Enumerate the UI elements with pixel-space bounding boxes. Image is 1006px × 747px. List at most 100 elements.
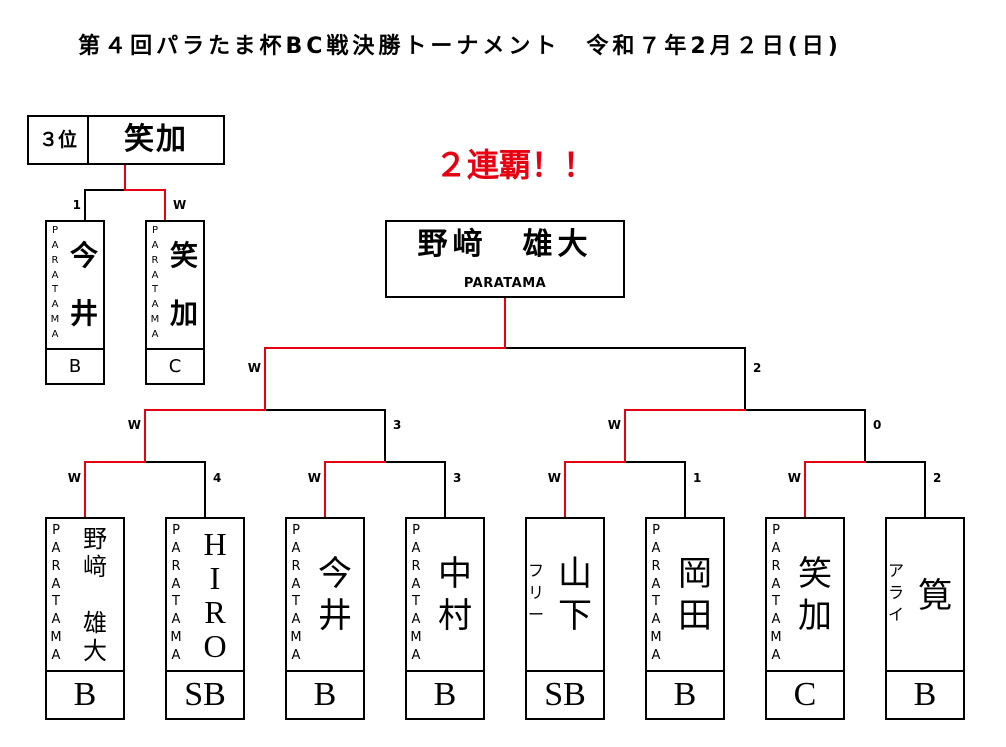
vertical-char: R [151,254,159,266]
quarterfinal-4-score-left: W [787,471,801,485]
vertical-char: A [51,576,61,592]
player-class: B [673,676,697,713]
vertical-char: R [171,558,181,574]
player-name: 岡田 [675,557,715,633]
vertical-char: M [290,630,302,646]
player-card-5: フリー 山下 SB [525,517,605,720]
quarterfinal-3-score-left: W [547,471,561,485]
vertical-char: ア [888,561,905,580]
player-name: 中村 [435,557,475,633]
vertical-char: A [51,269,59,281]
vertical-char: A [771,540,781,556]
vertical-char: ー [528,605,545,624]
player-class: SB [544,676,586,713]
vertical-char: 今 [69,239,98,272]
semifinal-1-score-left: W [127,418,141,432]
vertical-char: A [651,540,661,556]
player-name: 今井 [65,242,103,328]
vertical-char: A [151,239,159,251]
vertical-char: A [151,328,159,340]
quarterfinal-1-score-right: 4 [213,471,222,485]
vertical-char [83,583,107,607]
vertical-char: M [50,314,60,326]
vertical-char: 加 [798,596,832,636]
vertical-char: 下 [558,596,592,636]
third-match-score-right: W [173,198,187,212]
vertical-char: A [771,647,781,663]
vertical-char: M [150,314,160,326]
vertical-char: T [292,594,300,610]
vertical-char: A [51,612,61,628]
vertical-char: I [209,560,221,596]
player-class: C [793,676,817,713]
vertical-char: T [151,284,159,296]
vertical-char: M [410,630,422,646]
player-class: B [68,356,82,377]
champion-card: 野﨑 雄大 PARATAMA [385,220,625,298]
semifinal-2-score-left: W [607,418,621,432]
vertical-char: T [652,594,660,610]
vertical-char: A [771,612,781,628]
semifinal-2-score-right: 0 [873,418,882,432]
vertical-char: 田 [678,596,712,636]
vertical-char: A [151,299,159,311]
vertical-char: H [203,526,227,562]
vertical-char: フ [528,561,545,580]
player-name: 笑加 [165,242,203,328]
third-place-result: ３位 笑加 [27,115,225,165]
quarterfinal-2-score-right: 3 [453,471,462,485]
vertical-char: R [771,558,781,574]
player-team: アライ [888,563,904,623]
vertical-char: A [411,540,421,556]
vertical-char: A [411,612,421,628]
vertical-char: A [411,576,421,592]
vertical-char: A [51,540,61,556]
vertical-char: M [770,630,782,646]
player-name: 笑加 [795,557,835,633]
player-card-name-area: アライ 筧 [887,519,963,672]
vertical-char: 雄 [83,609,107,637]
vertical-char: 野 [83,525,107,553]
vertical-char: P [51,225,59,236]
vertical-char: 笑 [169,239,198,272]
vertical-char: T [51,284,59,296]
vertical-char: 﨑 [83,553,107,581]
vertical-char: M [50,630,62,646]
vertical-char: A [651,647,661,663]
player-class: B [313,676,337,713]
vertical-char: P [52,523,60,538]
vertical-char: M [650,630,662,646]
player-class: C [168,356,182,377]
vertical-char: 岡 [678,554,712,594]
page-title: 第４回パラたま杯BC戦決勝トーナメント 令和７年2月２日(日) [78,34,842,59]
vertical-char: A [171,612,181,628]
vertical-char: A [51,239,59,251]
vertical-char: A [51,299,59,311]
player-class: SB [184,676,226,713]
vertical-char: 中 [438,554,472,594]
vertical-char: P [412,523,420,538]
losing-path-lines [84,189,926,518]
vertical-char: A [171,576,181,592]
vertical-char: 井 [318,596,352,636]
vertical-char: リ [528,583,545,602]
vertical-char: イ [888,605,905,624]
